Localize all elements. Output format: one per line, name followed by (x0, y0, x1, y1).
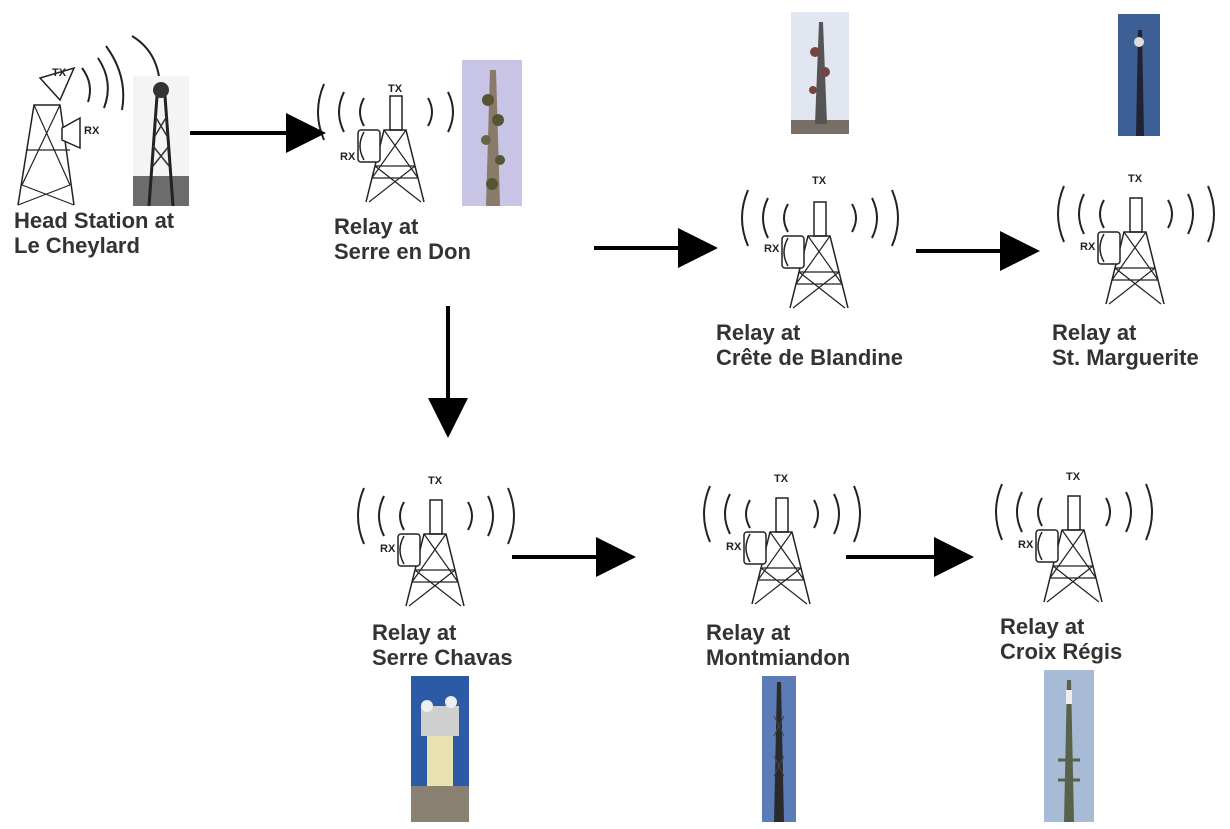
node-label-line1: Relay at (716, 320, 801, 345)
tx-label: TX (428, 475, 443, 487)
tower-photo-montmiandon (762, 676, 796, 822)
node-label-line2: Serre en Don (334, 239, 471, 264)
tower-photo-st-marguerite (1118, 14, 1160, 136)
node-label-st-marguerite: Relay at St. Marguerite (1052, 320, 1199, 370)
rx-label: RX (726, 541, 742, 553)
node-label-line2: Crête de Blandine (716, 345, 904, 370)
tx-label: TX (1066, 471, 1081, 483)
node-label-serre-chavas: Relay at Serre Chavas (372, 620, 513, 670)
tower-photo-crete-de-blandine (791, 12, 849, 134)
relay-symbol-serre-en-don (317, 83, 475, 203)
node-label-line1: Head Station at (14, 208, 175, 233)
node-label-line1: Relay at (372, 620, 457, 645)
tower-photo-serre-chavas (411, 676, 469, 822)
node-label-line2: St. Marguerite (1052, 345, 1199, 370)
node-label-line2: Le Cheylard (14, 233, 140, 258)
rx-label: RX (764, 243, 780, 255)
tx-label: TX (774, 473, 789, 485)
tx-label: TX (812, 175, 827, 187)
tx-label: TX (388, 83, 403, 95)
node-label-line2: Serre Chavas (372, 645, 513, 670)
node-label-croix-regis: Relay at Croix Régis (1000, 614, 1122, 664)
node-label-head-station: Head Station at Le Cheylard (14, 208, 174, 258)
node-label-serre-en-don: Relay at Serre en Don (334, 214, 471, 264)
tx-label: TX (52, 67, 67, 79)
tx-label: TX (1128, 173, 1143, 185)
tower-photo-serre-en-don (462, 60, 522, 206)
node-label-line1: Relay at (1000, 614, 1085, 639)
node-label-line1: Relay at (1052, 320, 1137, 345)
rx-label: RX (340, 151, 356, 163)
node-label-line2: Croix Régis (1000, 639, 1123, 664)
node-label-line1: Relay at (706, 620, 791, 645)
node-label-crete-de-blandine: Relay at Crête de Blandine (716, 320, 903, 370)
rx-label: RX (84, 125, 100, 137)
node-label-line1: Relay at (334, 214, 419, 239)
rx-label: RX (1080, 241, 1096, 253)
rx-label: RX (1018, 539, 1034, 551)
node-label-montmiandon: Relay at Montmiandon (706, 620, 850, 670)
node-label-line2: Montmiandon (706, 645, 851, 670)
tower-photo-head-station (133, 76, 189, 206)
rx-label: RX (380, 543, 396, 555)
tower-photo-croix-regis (1044, 670, 1094, 822)
